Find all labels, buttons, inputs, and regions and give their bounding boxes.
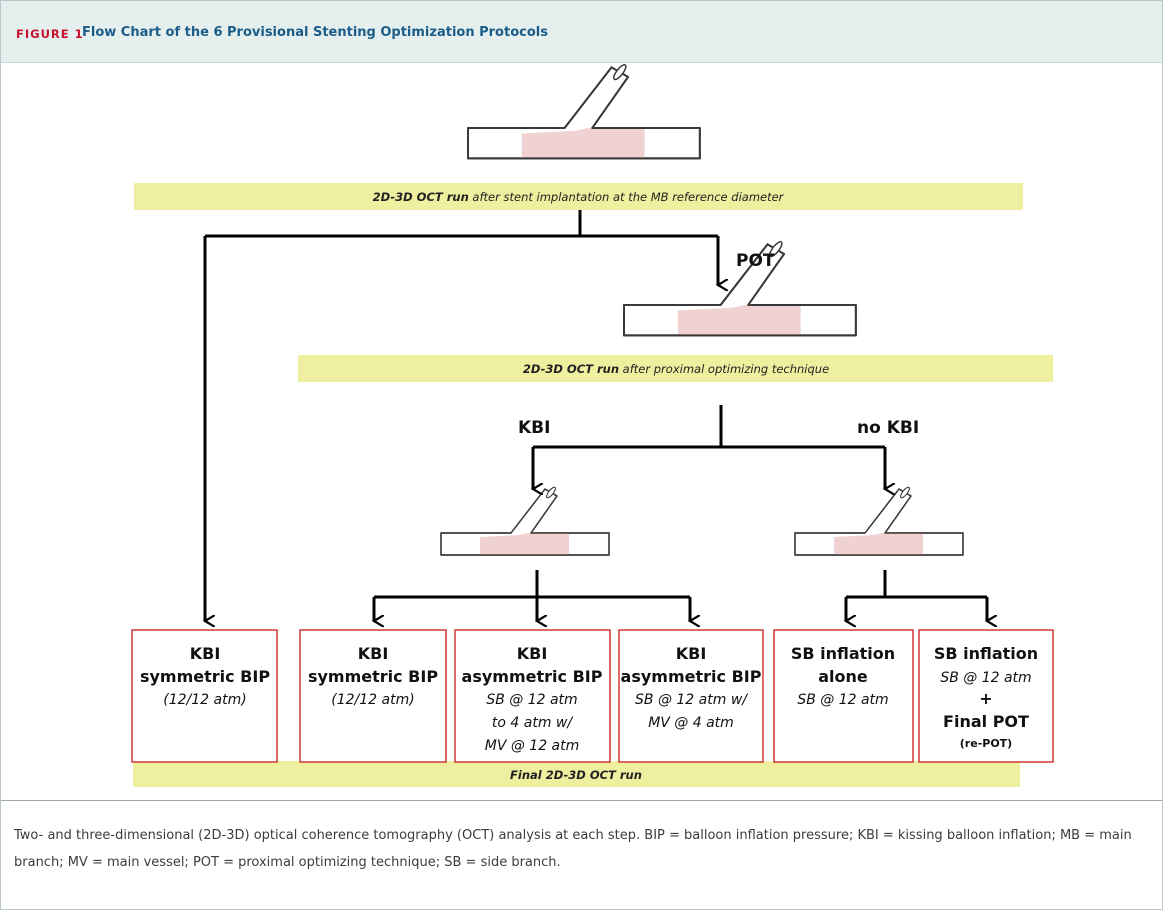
caption-separator bbox=[1, 800, 1162, 801]
box-1-detail: (12/12 atm) bbox=[163, 692, 246, 708]
box-3-detail-2: to 4 atm w/ bbox=[492, 715, 573, 731]
bar-final-text: Final 2D-3D OCT run bbox=[510, 768, 642, 782]
box-4-title-1: KBI bbox=[676, 644, 707, 663]
box-6-title-1: SB inflation bbox=[934, 644, 1038, 663]
box-3-detail-3: MV @ 12 atm bbox=[485, 738, 580, 754]
box-6-detail: SB @ 12 atm bbox=[940, 670, 1031, 686]
bar-final-oct bbox=[133, 761, 1020, 787]
box-2-title-2: symmetric BIP bbox=[308, 667, 438, 686]
figure-caption: Two- and three-dimensional (2D-3D) optic… bbox=[14, 828, 1132, 870]
box-6 bbox=[918, 629, 1054, 763]
box-2-detail: (12/12 atm) bbox=[331, 692, 414, 708]
figure-header: FIGURE 1 Flow Chart of the 6 Provisional… bbox=[1, 1, 1162, 63]
label-no-kbi: no KBI bbox=[857, 418, 919, 438]
box-1 bbox=[131, 629, 278, 763]
box-6-plus: + bbox=[979, 689, 992, 708]
figure-title: Flow Chart of the 6 Provisional Stenting… bbox=[82, 25, 548, 40]
box-4-detail-1: SB @ 12 atm w/ bbox=[635, 692, 748, 708]
bar-initial-text: 2D-3D OCT run after stent implantation a… bbox=[373, 190, 785, 204]
box-5-title-1: SB inflation bbox=[791, 644, 895, 663]
bar-pot-oct bbox=[298, 355, 1053, 382]
box-2 bbox=[299, 629, 447, 763]
box-4 bbox=[618, 629, 764, 763]
box-4-detail-2: MV @ 4 atm bbox=[648, 715, 734, 731]
flow-chart: 2D-3D OCT run after stent implantation a… bbox=[131, 62, 1054, 787]
label-pot: POT bbox=[736, 251, 775, 271]
figure-number: FIGURE 1 bbox=[16, 27, 84, 41]
box-5-detail: SB @ 12 atm bbox=[797, 692, 888, 708]
box-5 bbox=[773, 629, 914, 763]
box-1-title-2: symmetric BIP bbox=[140, 667, 270, 686]
box-3-detail-1: SB @ 12 atm bbox=[486, 692, 577, 708]
box-3 bbox=[454, 629, 611, 763]
vessel-kbi bbox=[440, 485, 610, 556]
box-1-title-1: KBI bbox=[190, 644, 221, 663]
box-6-re-pot: (re-POT) bbox=[960, 737, 1012, 750]
box-5-title-2: alone bbox=[818, 667, 868, 686]
box-2-title-1: KBI bbox=[358, 644, 389, 663]
box-6-final-pot: Final POT bbox=[943, 712, 1029, 731]
bar-pot-text: 2D-3D OCT run after proximal optimizing … bbox=[523, 362, 829, 376]
vessel-initial bbox=[467, 62, 701, 160]
box-4-title-2: asymmetric BIP bbox=[621, 667, 762, 686]
box-3-title-2: asymmetric BIP bbox=[462, 667, 603, 686]
bar-initial-oct bbox=[134, 183, 1023, 210]
box-3-title-1: KBI bbox=[517, 644, 548, 663]
label-kbi: KBI bbox=[518, 418, 550, 438]
vessel-no-kbi bbox=[794, 485, 964, 556]
